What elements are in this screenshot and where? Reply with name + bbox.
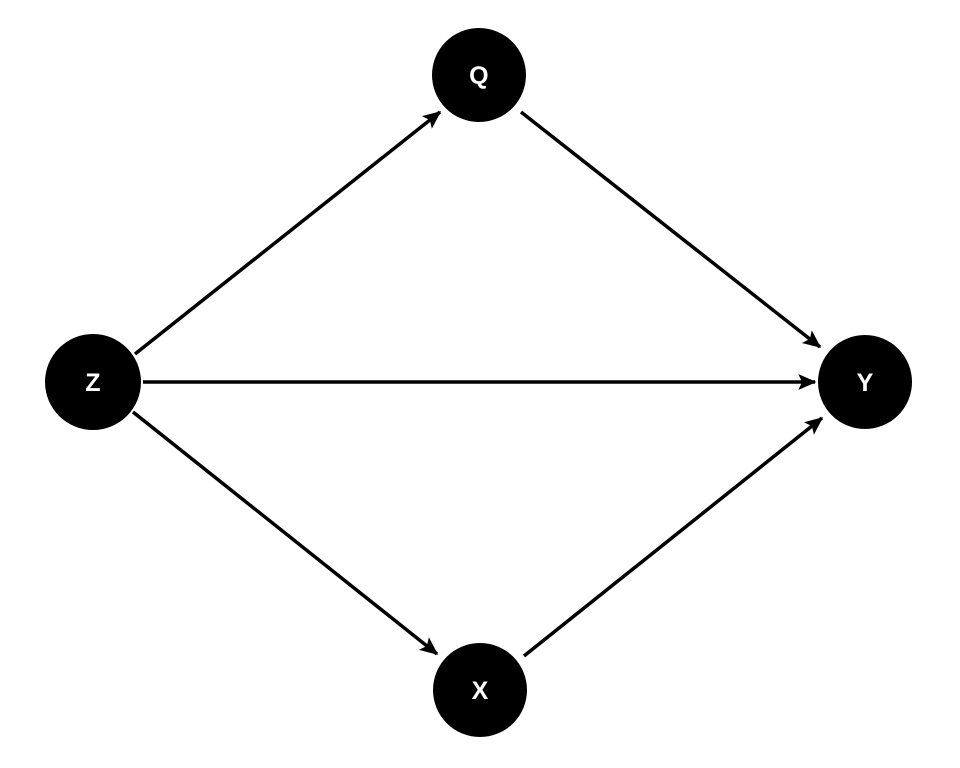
node-z-label: Z	[85, 369, 100, 397]
node-y-label: Y	[857, 369, 874, 397]
edge-q-to-y[interactable]	[519, 110, 822, 349]
node-x-label: X	[472, 677, 489, 705]
node-y[interactable]: Y	[818, 335, 912, 429]
node-group: Z Q X Y	[45, 28, 912, 737]
node-x-circle[interactable]	[433, 643, 527, 737]
node-x[interactable]: X	[433, 643, 527, 737]
node-z[interactable]: Z	[45, 334, 141, 430]
node-q-circle[interactable]	[432, 28, 526, 122]
edge-x-to-y[interactable]	[522, 416, 824, 658]
edge-group	[131, 110, 824, 658]
node-z-circle[interactable]	[45, 334, 141, 430]
node-y-circle[interactable]	[818, 335, 912, 429]
edge-z-to-q[interactable]	[133, 110, 442, 356]
node-q-label: Q	[469, 62, 489, 90]
edge-z-to-x[interactable]	[131, 410, 439, 656]
node-q[interactable]: Q	[432, 28, 526, 122]
